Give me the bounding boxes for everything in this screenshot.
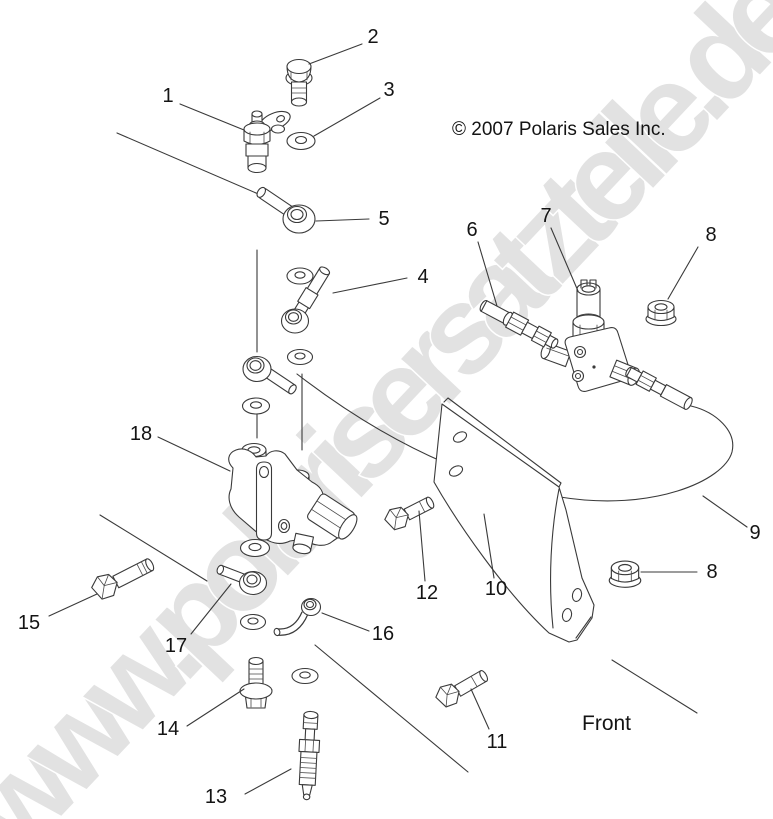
part-9-brake-line [296,373,734,502]
part-18-brake-valve [228,442,358,555]
leader-line-11 [470,688,490,730]
front-direction-line [611,659,698,714]
washer [291,667,319,685]
hose-line-mid [99,514,208,582]
callout-4: 4 [417,266,428,288]
part-1-pressure-switch [243,110,291,174]
part-14-bolt [239,656,273,709]
callout-1: 1 [162,85,173,107]
leader-line-1 [179,103,245,131]
callout-3: 3 [383,79,394,101]
leader-line-13 [244,768,292,795]
part-6-fitting [479,299,559,349]
construction-lines [99,132,698,773]
part-5-banjo-fitting [256,186,316,234]
leader-line-12 [418,510,426,582]
leader-line-10 [483,513,495,579]
leader-line-7 [550,227,579,292]
leader-line-15 [48,593,98,617]
washer [241,397,271,415]
banjo-fitting [242,355,297,395]
part-17-banjo-fitting [216,564,268,596]
leader-line-6 [477,241,498,307]
leader-line-17 [190,583,232,635]
part-11-bolt [435,670,489,708]
leader-line-4 [332,277,408,294]
callout-5: 5 [378,208,389,230]
callout-8: 8 [706,561,717,583]
callout-16: 16 [372,623,394,645]
callout-6: 6 [466,219,477,241]
part-4-brake-line [280,266,331,334]
front-label: Front [582,712,631,735]
callout-13: 13 [205,786,227,808]
leader-line-14 [186,688,245,727]
callout-7: 7 [540,205,551,227]
callout-11: 11 [487,731,508,753]
leader-line-5 [315,218,370,222]
part-3-washer [286,131,316,151]
leader-line-16 [321,612,370,632]
part-2-banjo-bolt [285,58,313,107]
callout-10: 10 [485,578,507,600]
washer [286,267,314,285]
part-12-bolt [384,496,435,531]
washer [239,613,267,631]
part-10-bracket [433,397,595,643]
leader-line-8 [667,246,699,300]
part-7-proportioning-valve [540,279,640,392]
part-13-bleeder-screw [298,710,321,801]
callout-8: 8 [705,224,716,246]
part-15-bolt [91,558,155,600]
callout-14: 14 [157,718,179,740]
hose-line-bottom [314,644,469,773]
leader-line-9 [702,495,748,528]
leader-line-2 [308,43,363,65]
washer [286,348,314,366]
leader-line-18 [157,436,231,472]
part-8-flange-nut [608,560,642,588]
part-16-brake-pipe [273,597,322,637]
part-8-flange-nut [645,299,677,327]
callout-15: 15 [18,612,40,634]
washer [239,538,271,558]
brake-hose-fitting [625,366,693,410]
callout-18: 18 [130,423,152,445]
copyright-text: © 2007 Polaris Sales Inc. [452,119,666,140]
leader-line-3 [313,97,381,137]
callout-9: 9 [749,522,760,544]
callout-17: 17 [165,635,187,657]
hose-line-top [116,132,264,197]
callout-2: 2 [367,26,378,48]
callout-12: 12 [416,582,438,604]
